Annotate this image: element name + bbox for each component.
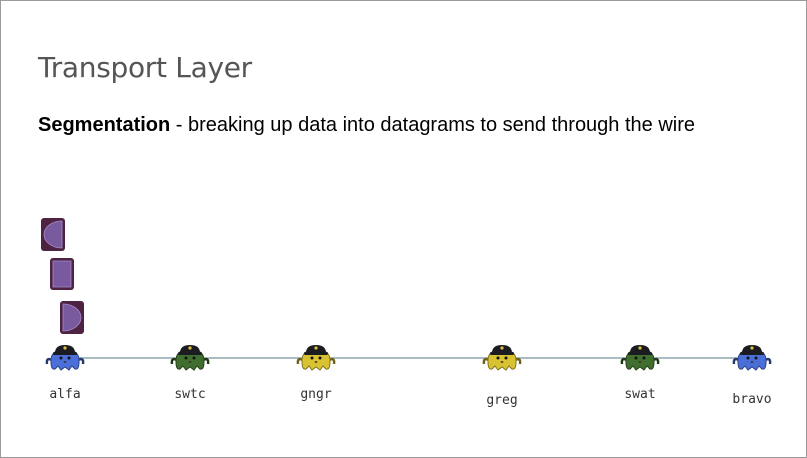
node-label-greg: greg [486, 393, 517, 408]
segment-left-half [41, 218, 65, 251]
subtitle-definition: - breaking up data into datagrams to sen… [170, 114, 696, 136]
slide-title: Transport Layer [38, 51, 252, 84]
creature-icon [620, 345, 660, 371]
segment-middle [50, 258, 74, 290]
node-alfa[interactable] [45, 345, 85, 371]
node-swtc[interactable] [170, 345, 210, 371]
node-label-swtc: swtc [174, 387, 205, 402]
creature-icon [296, 345, 336, 371]
node-greg[interactable] [482, 345, 522, 371]
node-gngr[interactable] [296, 345, 336, 371]
slide-subtitle: Segmentation - breaking up data into dat… [38, 114, 695, 137]
segment-stack [41, 218, 84, 334]
node-label-swat: swat [624, 387, 655, 402]
node-label-alfa: alfa [49, 387, 80, 402]
creature-icon [170, 345, 210, 371]
creature-icon [732, 345, 772, 371]
node-label-gngr: gngr [300, 387, 331, 402]
subtitle-term: Segmentation [38, 114, 171, 136]
node-swat[interactable] [620, 345, 660, 371]
creature-icon [482, 345, 522, 371]
node-label-bravo: bravo [732, 392, 771, 407]
segment-right-half [60, 301, 84, 334]
node-bravo[interactable] [732, 345, 772, 371]
creature-icon [45, 345, 85, 371]
network-nodes: alfa swtc gngr greg swat bravo [45, 345, 772, 408]
